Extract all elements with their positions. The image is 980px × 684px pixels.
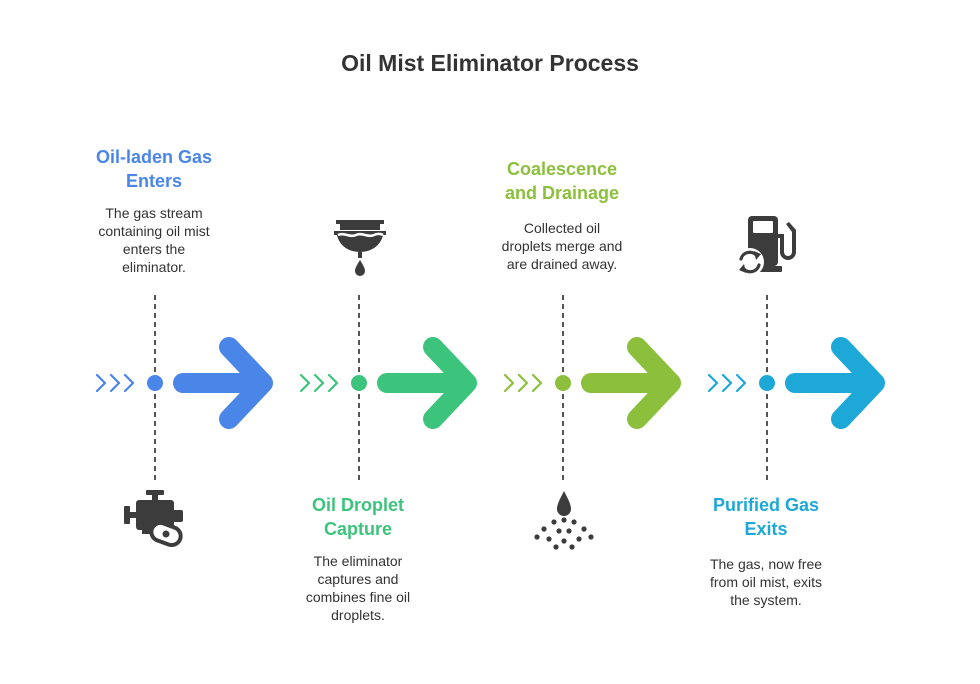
step-1-desc-line-1: The gas stream: [105, 205, 203, 221]
step-2-desc-line-2: captures and: [317, 571, 399, 587]
step-4-desc-line-1: The gas, now free: [709, 556, 823, 572]
step-3-chevron-3: [531, 373, 543, 393]
step-4-dot: [759, 375, 775, 391]
step-1-desc-line-3: enters the: [122, 241, 186, 257]
step-3-desc-line-2: droplets merge and: [501, 238, 623, 254]
step-2-desc-line-4: droplets.: [331, 607, 385, 623]
step-4-chevron-3: [735, 373, 747, 393]
diagram-title: Oil Mist Eliminator Process: [341, 50, 639, 76]
step-2-arrow-head: [423, 337, 477, 429]
fuel-pump-refresh-icon: [736, 216, 796, 276]
step-1-dot: [147, 375, 163, 391]
step-2-description: The eliminator captures and combines fin…: [273, 552, 443, 624]
step-2-title-line-1: Oil Droplet: [311, 495, 404, 515]
step-3-title: Coalescence and Drainage: [462, 157, 662, 205]
step-2-dot: [351, 375, 367, 391]
step-3-dot: [555, 375, 571, 391]
step-3-title-line-2: and Drainage: [504, 183, 620, 203]
step-1-chevron-3: [123, 373, 135, 393]
step-2-title-line-2: Capture: [323, 519, 392, 539]
engine-icon: [124, 490, 183, 548]
step-3-desc-line-1: Collected oil: [523, 220, 601, 236]
step-2-chevron-3: [327, 373, 339, 393]
step-2-desc-line-3: combines fine oil: [305, 589, 411, 605]
step-1-chevron-2: [109, 373, 121, 393]
step-3-arrow-head: [627, 337, 681, 429]
step-3-description: Collected oil droplets merge and are dra…: [477, 219, 647, 273]
step-3-desc-line-3: are drained away.: [506, 256, 618, 272]
step-3-chevron-2: [517, 373, 529, 393]
oil-filter-icon: [334, 220, 386, 276]
step-2-chevron-1: [299, 373, 311, 393]
step-4-desc-line-3: the system.: [730, 592, 802, 608]
step-1-title-line-2: Enters: [125, 171, 183, 191]
step-1-desc-line-2: containing oil mist: [98, 223, 210, 239]
step-1-arrow-head: [219, 337, 273, 429]
step-3-chevron-1: [503, 373, 515, 393]
step-4-title-line-1: Purified Gas: [712, 495, 820, 515]
step-1-title: Oil-laden Gas Enters: [54, 145, 254, 193]
step-1-title-line-1: Oil-laden Gas: [95, 147, 213, 167]
step-2-title: Oil Droplet Capture: [258, 493, 458, 541]
step-1-desc-line-4: eliminator.: [122, 259, 186, 275]
step-2-chevron-2: [313, 373, 325, 393]
step-4-chevron-2: [721, 373, 733, 393]
step-4-desc-line-2: from oil mist, exits: [709, 574, 822, 590]
step-4-description: The gas, now free from oil mist, exits t…: [681, 555, 851, 609]
step-1-chevron-1: [95, 373, 107, 393]
step-4-chevron-1: [707, 373, 719, 393]
step-4-title-line-2: Exits: [744, 519, 788, 539]
step-4-title: Purified Gas Exits: [666, 493, 866, 541]
step-2-desc-line-1: The eliminator: [313, 553, 403, 569]
step-1-description: The gas stream containing oil mist enter…: [69, 204, 239, 276]
step-3-title-line-1: Coalescence: [506, 159, 618, 179]
step-4-arrow-head: [831, 337, 885, 429]
oil-drop-icon: [534, 491, 594, 550]
